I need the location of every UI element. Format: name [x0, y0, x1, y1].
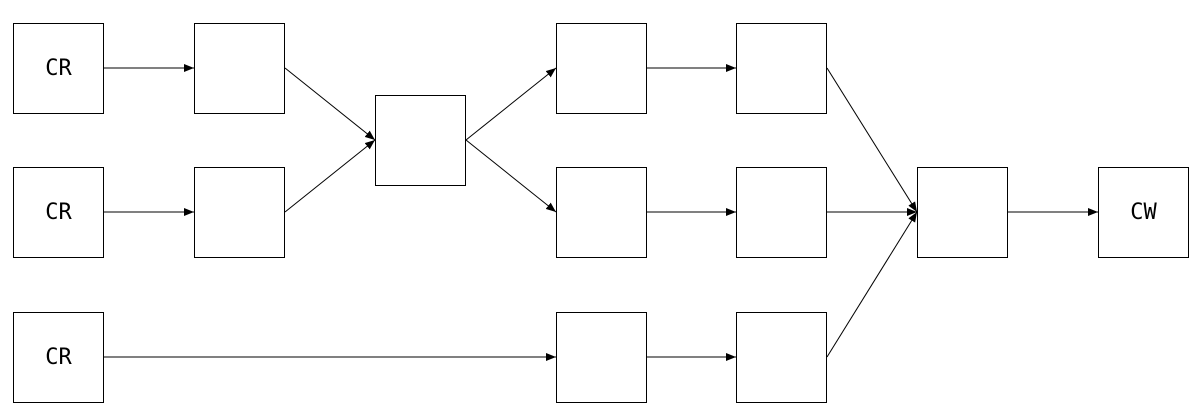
node-cw-label: CW [1130, 200, 1157, 225]
edge-a2-m [284, 139, 376, 213]
node-join [917, 167, 1008, 258]
node-stage4-bottom [736, 312, 827, 403]
node-merge [375, 95, 466, 186]
node-cr-2: CR [13, 167, 104, 258]
edge-c3-j [826, 211, 918, 358]
edge-c1-j [826, 67, 918, 213]
node-stage3-bottom [556, 312, 647, 403]
edge-a1-m [284, 67, 376, 141]
node-cw: CW [1098, 167, 1189, 258]
node-cr-1-label: CR [45, 56, 72, 81]
node-stage3-top [556, 23, 647, 114]
edge-m-b2 [465, 139, 557, 213]
node-stage1-middle [194, 167, 285, 258]
node-stage3-middle [556, 167, 647, 258]
node-cr-2-label: CR [45, 200, 72, 225]
node-stage1-top [194, 23, 285, 114]
node-cr-3-label: CR [45, 345, 72, 370]
edge-m-b1 [465, 67, 557, 141]
node-stage4-top [736, 23, 827, 114]
node-cr-3: CR [13, 312, 104, 403]
node-cr-1: CR [13, 23, 104, 114]
node-stage4-middle [736, 167, 827, 258]
